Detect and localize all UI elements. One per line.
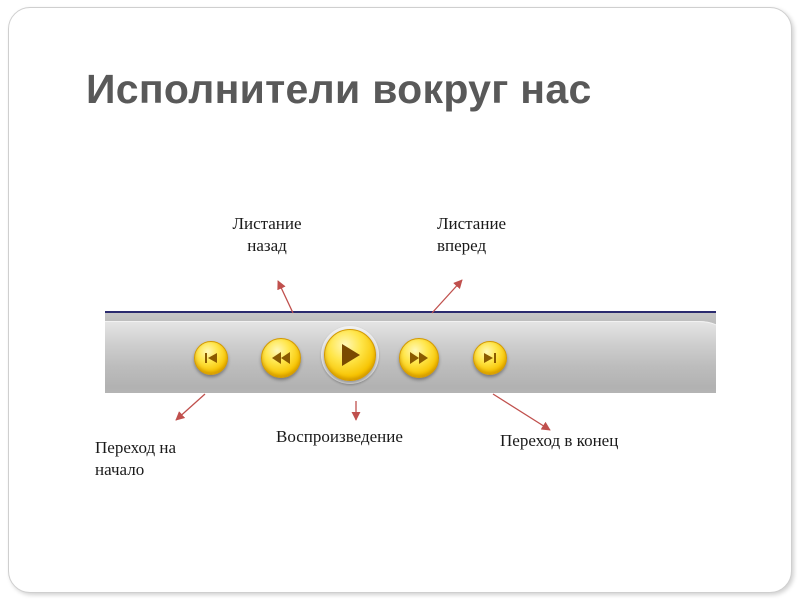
skip-to-end-icon: [484, 353, 496, 363]
go-to-start-button[interactable]: [194, 341, 228, 375]
rewind-icon: [272, 352, 290, 364]
callout-go-to-end: Переход в конец: [500, 431, 619, 450]
callout-scroll-forward: Листание вперед: [437, 214, 507, 255]
callout-go-to-start: Переход на начало: [95, 438, 177, 479]
play-icon: [342, 344, 360, 366]
play-button[interactable]: [324, 329, 376, 381]
callout-playback: Воспроизведение: [276, 427, 403, 446]
go-to-end-button[interactable]: [473, 341, 507, 375]
scroll-forward-button[interactable]: [399, 338, 439, 378]
skip-to-start-icon: [205, 353, 217, 363]
slide-title: Исполнители вокруг нас: [86, 66, 592, 112]
scroll-back-button[interactable]: [261, 338, 301, 378]
slide-frame: [8, 7, 792, 593]
fast-forward-icon: [410, 352, 428, 364]
callout-scroll-back: Листание назад: [232, 214, 302, 255]
